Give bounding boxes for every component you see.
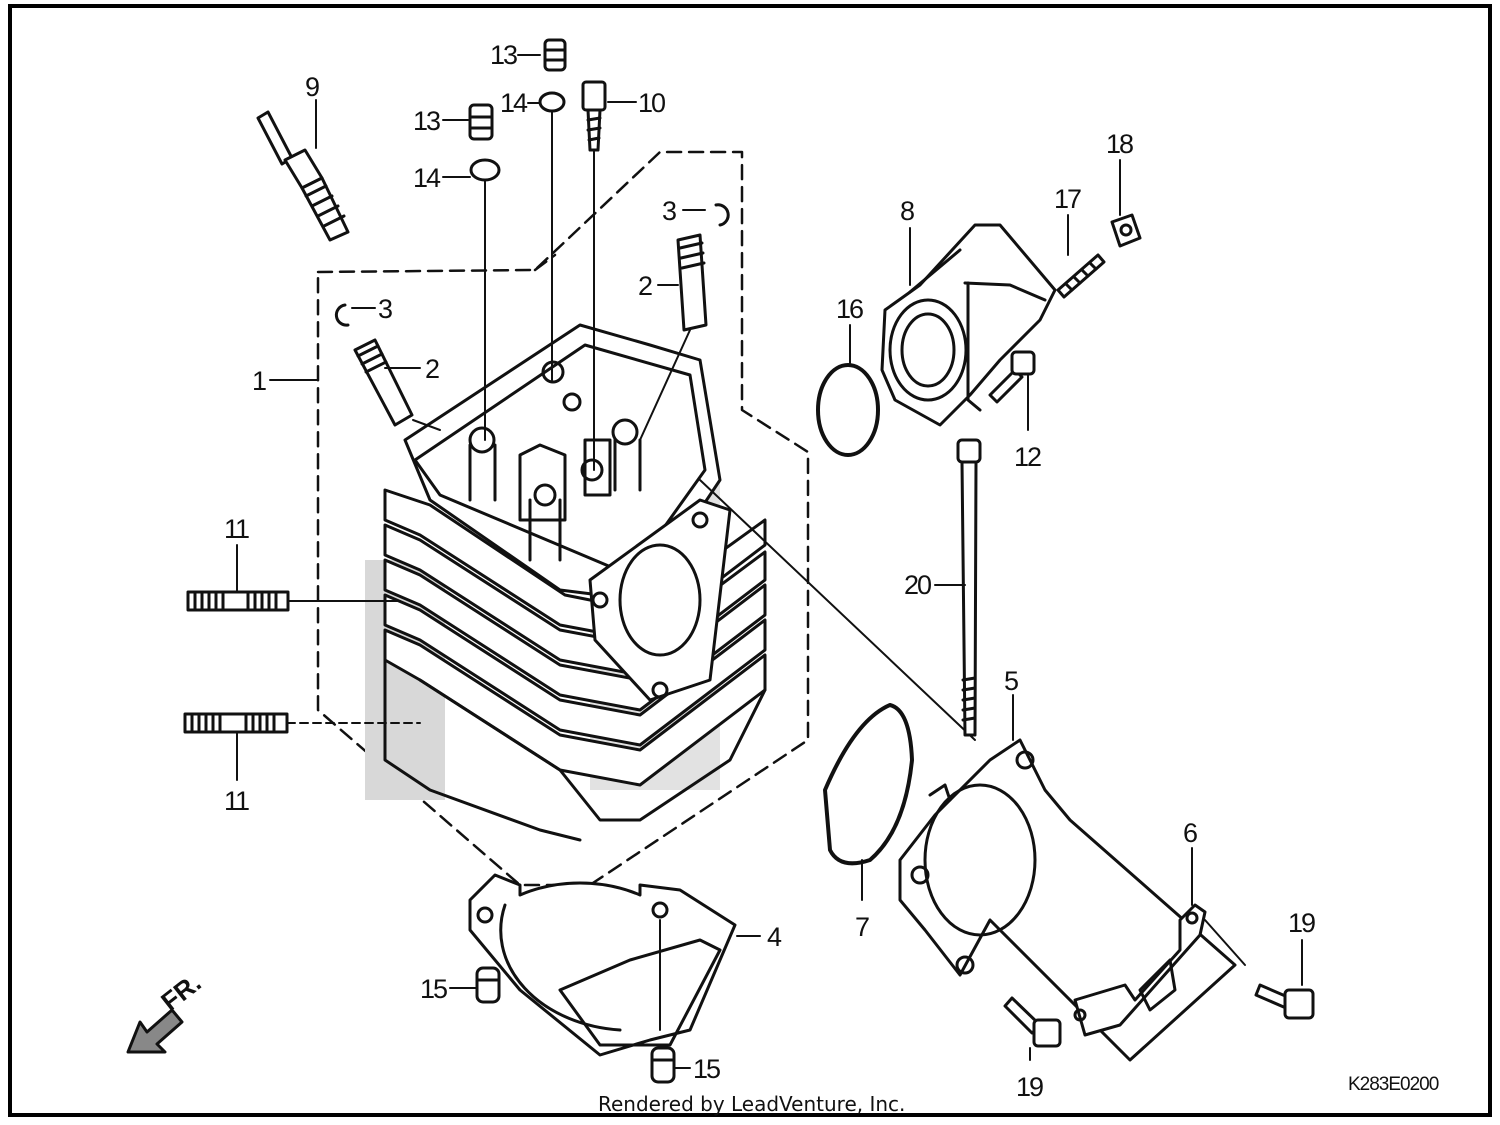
callout-5: 5 (1004, 666, 1018, 696)
front-label: FR. (155, 967, 206, 1016)
cover-gasket (823, 703, 914, 866)
front-arrow-icon (126, 1008, 184, 1054)
callout-7: 7 (855, 912, 869, 942)
dowel-pin-bottom (650, 1046, 676, 1084)
nut-18 (1110, 213, 1142, 248)
callout-8: 8 (900, 196, 914, 226)
spark-plug (256, 110, 350, 242)
dowel-pin-left (475, 966, 501, 1004)
assembly-lines (412, 111, 976, 741)
callout-6: 6 (1183, 818, 1197, 848)
stud-17 (1056, 253, 1106, 299)
washer-14-left (469, 158, 501, 182)
bolt-12 (988, 350, 1036, 404)
cylinder-head (365, 323, 767, 842)
callout-leaders (236, 54, 1303, 1069)
callout-13-top: 13 (490, 40, 517, 70)
clip-right (714, 203, 730, 227)
callout-3-right: 3 (662, 196, 676, 226)
callout-14-top: 14 (500, 88, 528, 118)
bolt-19-right (1254, 983, 1315, 1020)
clip-left (334, 303, 350, 327)
callout-13-left: 13 (413, 106, 440, 136)
callout-16: 16 (836, 294, 863, 324)
valve-guide-right (676, 233, 708, 332)
intake-pipe (880, 223, 1057, 427)
washer-14-top (538, 91, 566, 113)
callout-11-top: 11 (224, 514, 249, 544)
diagram-frame (8, 4, 1492, 1117)
callout-10: 10 (638, 88, 665, 118)
callout-11-bottom: 11 (224, 786, 249, 816)
o-ring (816, 363, 880, 457)
bolt-20 (956, 438, 982, 737)
callout-2-right: 2 (638, 271, 652, 301)
diagram-code: K283E0200 (1348, 1074, 1439, 1095)
callout-14-left: 14 (413, 163, 441, 193)
callout-4: 4 (767, 922, 782, 952)
head-cover (898, 738, 1237, 1062)
callout-9: 9 (305, 72, 319, 102)
nut-13-top (543, 38, 567, 72)
callout-15-bottom: 15 (693, 1054, 720, 1084)
callout-18: 18 (1106, 129, 1133, 159)
callout-12: 12 (1014, 442, 1041, 472)
bolt-10 (581, 80, 607, 152)
callout-20: 20 (904, 570, 931, 600)
head-gasket (468, 873, 737, 1057)
callout-3-left: 3 (378, 294, 392, 324)
callout-19-left: 19 (1016, 1072, 1043, 1102)
callout-2-left: 2 (425, 354, 439, 384)
callout-19-right: 19 (1288, 908, 1315, 938)
callout-17: 17 (1054, 184, 1081, 214)
nut-13-left (468, 103, 494, 141)
callout-15-left: 15 (420, 974, 447, 1004)
bolt-19-left (1003, 996, 1062, 1048)
credit-text: Rendered by LeadVenture, Inc. (598, 1092, 906, 1116)
callout-1: 1 (252, 366, 266, 396)
valve-guide-left (353, 338, 414, 427)
bracket (1073, 903, 1207, 1037)
